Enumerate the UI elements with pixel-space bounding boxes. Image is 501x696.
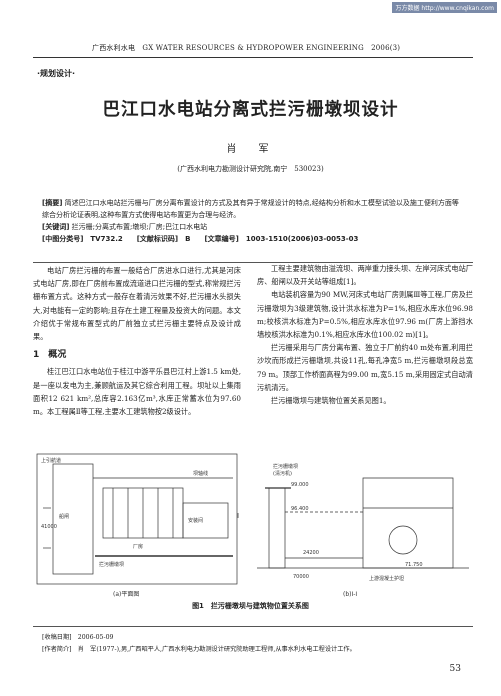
lock-label: 船闸 — [59, 513, 69, 520]
classification-line: [中图分类号] TV732.2 [文献标识码] B [文章编号] 1003-15… — [42, 235, 359, 243]
right-paragraph-1: 工程主要建筑物由溢流坝、两岸重力接头坝、左岸河床式电站厂房、船闸以及开关站等组成… — [257, 264, 473, 287]
dim-plan: 41000 — [41, 524, 57, 530]
rack-pier — [268, 487, 286, 569]
plan-view — [36, 453, 238, 585]
running-header: 广西水利水电 GX WATER RESOURCES & HYDROPOWER E… — [92, 44, 401, 52]
section-label: ·规划设计· — [37, 69, 76, 78]
figure-drawing: 上引航道 船闸 坝轴线 厂房 安装间 拦污栅墩坝 41000 I (a)平面图 … — [36, 453, 469, 598]
elev-water: 96.400 — [291, 506, 309, 512]
keywords-label: [关键词] — [42, 223, 70, 231]
bay-label: 安装间 — [188, 517, 203, 524]
overview-paragraph: 桂江巴江口水电站位于桂江中游平乐县巴江村上游1.5 km处,是一座以发电为主,兼… — [33, 367, 241, 417]
received-date: [收稿日期] 2006-05-09 — [42, 634, 114, 641]
header-rule — [33, 57, 473, 58]
right-paragraph-2: 电站装机容量为90 MW,河床式电站厂房则属Ⅲ等工程,厂房及拦污栅墩坝为3级建筑… — [257, 290, 473, 340]
installation-bay — [182, 502, 229, 539]
abstract-rule — [33, 262, 473, 263]
right-paragraph-4: 拦污栅墩坝与建筑物位置关系见图1。 — [271, 396, 391, 406]
dim-section: 24200 — [303, 550, 319, 556]
section-heading-overview: 1 概况 — [33, 350, 67, 361]
figure-1: 上引航道 船闸 坝轴线 厂房 安装间 拦污栅墩坝 41000 I (a)平面图 … — [33, 448, 473, 600]
rack-section-label: 拦污栅墩坝 — [273, 463, 298, 470]
upstream-label: 上引航道 — [41, 457, 61, 464]
section-caption: (b)Ⅰ-Ⅰ — [343, 591, 357, 598]
section-view — [257, 477, 469, 569]
page-number: 53 — [449, 664, 461, 674]
footnote-rule — [33, 626, 473, 627]
cleaner-label: (清污机) — [273, 470, 292, 477]
dim-total: 70000 — [293, 574, 309, 580]
powerhouse-label: 厂房 — [133, 543, 143, 550]
apron-label: 上游混凝土护坦 — [369, 575, 404, 582]
rack-plan-label: 拦污栅墩坝 — [99, 561, 124, 568]
right-column: 工程主要建筑物由溢流坝、两岸重力接头坝、左岸河床式电站厂房、船闸以及开关站等组成… — [257, 262, 473, 407]
powerhouse-section — [362, 477, 454, 569]
author: 肖 军 — [226, 144, 275, 155]
affiliation: (广西水利电力勘测设计研究院,南宁 530023) — [177, 165, 324, 173]
intro-paragraph: 电站厂房拦污栅的布置一般结合厂房进水口进行,尤其是河床式电站厂房,即在厂房前布置… — [33, 266, 241, 342]
turbine-unit — [388, 525, 418, 555]
abstract-label: [摘要] — [42, 199, 63, 207]
left-column: 电站厂房拦污栅的布置一般结合厂房进水口进行,尤其是河床式电站厂房,即在厂房前布置… — [33, 264, 241, 418]
lock-chamber — [52, 463, 94, 575]
keywords-line: [关键词] 拦污栅;分离式布置;墩坝;厂房;巴江口水电站 — [42, 221, 460, 233]
dam-axis-label: 坝轴线 — [193, 470, 208, 477]
section-mark: I — [237, 512, 239, 520]
watermark: 万方数据 http://www.cnqikan.com — [392, 2, 497, 13]
plan-frame — [36, 453, 238, 585]
elev-top: 99.000 — [291, 482, 309, 488]
abstract-text: 简述巴江口水电站拦污栅与厂房分离布置设计的方式及其有异于常规设计的特点,经结构分… — [42, 199, 459, 219]
elev-bottom: 71.750 — [405, 562, 423, 568]
abstract-line: [摘要] 简述巴江口水电站拦污栅与厂房分离布置设计的方式及其有异于常规设计的特点… — [42, 197, 460, 221]
abstract-block: [摘要] 简述巴江口水电站拦污栅与厂房分离布置设计的方式及其有异于常规设计的特点… — [42, 197, 460, 245]
paper-title: 巴江口水电站分离式拦污栅墩坝设计 — [102, 100, 399, 120]
figure-caption: 图1 拦污栅墩坝与建筑物位置关系图 — [192, 602, 309, 610]
plan-caption: (a)平面图 — [113, 591, 139, 598]
author-bio: [作者简介] 肖 军(1977-),男,广西昭平人,广西水利电力勘测设计研究院助… — [42, 646, 356, 653]
right-paragraph-3: 拦污栅采用与厂房分离布置、独立于厂前约40 m处布置,利用拦沙坎而形成拦污栅墩坝… — [257, 343, 473, 392]
keywords-text: 拦污栅;分离式布置;墩坝;厂房;巴江口水电站 — [71, 223, 208, 231]
